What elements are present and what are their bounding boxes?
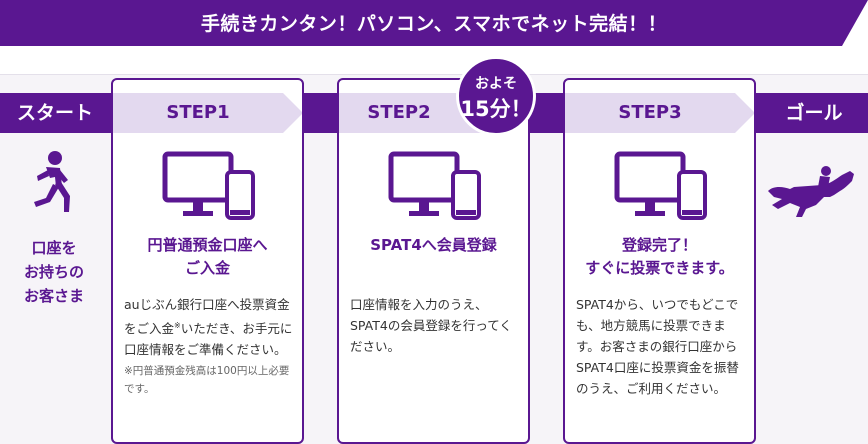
step-card-3: STEP3 登録完了！ すぐに投票できます。 SPAT4から、いつでもどこでも、… — [563, 78, 756, 444]
badge-line1: およそ — [475, 76, 517, 92]
step-body: 口座情報を入力のうえ、SPAT4の会員登録を行ってください。 — [350, 297, 512, 354]
step-label: STEP2 — [367, 102, 431, 123]
duration-badge: およそ 15分！ — [456, 56, 536, 136]
runner-icon — [28, 150, 72, 218]
step-header: STEP3 — [565, 93, 754, 133]
pc-smartphone-icon — [385, 150, 485, 222]
step-note: ※円普通預金残高は100円以上必要です。 — [124, 365, 290, 396]
start-label: スタート — [16, 102, 93, 124]
step-title: SPAT4へ会員登録 — [339, 234, 528, 257]
step-card-1: STEP1 円普通預金口座へ ご入金 auじぶん銀行口座へ投票資金をご入金※いた… — [111, 78, 304, 444]
start-caption-line: お持ちの — [23, 263, 84, 281]
start-caption-line: お客さま — [23, 287, 84, 305]
step-title: 円普通預金口座へ ご入金 — [113, 234, 302, 280]
step-body-text: auじぶん銀行口座へ投票資金をご入金 — [124, 297, 290, 337]
pc-smartphone-icon — [611, 150, 711, 222]
banner-shape — [0, 0, 868, 46]
step-label: STEP3 — [618, 102, 682, 123]
badge-line2: 15分！ — [460, 97, 532, 121]
pc-smartphone-icon — [159, 150, 259, 222]
racehorse-jockey-icon — [764, 165, 860, 225]
step-body-text: いただき、お手元に口座情報をご準備ください。 — [124, 321, 293, 358]
step-body: auじぶん銀行口座へ投票資金をご入金※いただき、お手元に口座情報をご準備ください… — [124, 294, 296, 398]
step-title: 登録完了！ すぐに投票できます。 — [565, 234, 754, 280]
step-title-line: 円普通預金口座へ — [147, 236, 268, 254]
note-mark: ※ — [174, 321, 181, 330]
step-title-line: SPAT4へ会員登録 — [370, 236, 497, 254]
banner-title: 手続きカンタン！パソコン、スマホでネット完結！！ — [200, 13, 668, 35]
step-body: SPAT4から、いつでもどこでも、地方競馬に投票できます。お客さまの銀行口座から… — [576, 297, 739, 396]
step-title-line: 登録完了！ — [621, 236, 697, 254]
step-title-line: すぐに投票できます。 — [585, 259, 734, 277]
start-caption: 口座を お持ちの お客さま — [4, 236, 104, 308]
start-caption-line: 口座を — [31, 239, 77, 257]
goal-label: ゴール — [785, 102, 843, 124]
step-label: STEP1 — [166, 102, 230, 123]
step-header: STEP1 — [113, 93, 302, 133]
top-banner: 手続きカンタン！パソコン、スマホでネット完結！！ — [0, 0, 868, 46]
step-title-line: ご入金 — [184, 259, 230, 277]
